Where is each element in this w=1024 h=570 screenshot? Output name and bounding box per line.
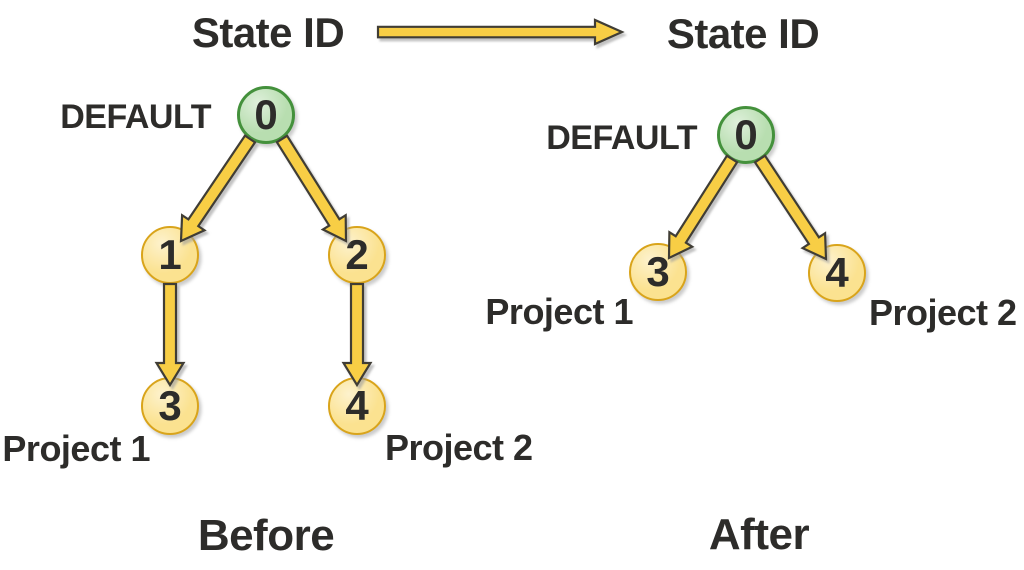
node-2-before-value: 2: [345, 231, 369, 278]
default-label-after: DEFAULT: [546, 119, 697, 157]
edge-before-2-4: [341, 282, 373, 388]
caption-before: Before: [197, 511, 335, 560]
node-1-before: 1: [141, 226, 199, 284]
edge-before-0-2: [275, 134, 348, 243]
node-0-before-value: 0: [254, 91, 278, 138]
node-0-after: 0: [717, 106, 775, 164]
transform-arrow: [376, 18, 625, 46]
node-3-before: 3: [141, 377, 199, 435]
node-1-before-value: 1: [158, 231, 182, 278]
project2-label-after: Project 2: [869, 292, 1017, 333]
node-3-after-value: 3: [646, 248, 670, 295]
state-id-title-after: State ID: [666, 10, 820, 57]
state-id-title-before: State ID: [191, 9, 345, 56]
node-3-after: 3: [629, 243, 687, 301]
node-2-before: 2: [328, 226, 386, 284]
project1-label-after: Project 1: [485, 291, 633, 332]
node-0-after-value: 0: [734, 111, 758, 158]
project1-label-before: Project 1: [2, 428, 150, 469]
node-4-after: 4: [808, 244, 866, 302]
edge-after-0-3: [667, 154, 739, 260]
node-0-before: 0: [237, 86, 295, 144]
node-4-after-value: 4: [825, 249, 849, 296]
project2-label-before: Project 2: [385, 427, 533, 468]
edge-before-1-3: [154, 282, 186, 388]
edge-before-0-1: [179, 134, 257, 243]
node-3-before-value: 3: [158, 382, 182, 429]
default-label-before: DEFAULT: [60, 98, 211, 136]
node-4-before: 4: [328, 377, 386, 435]
caption-after: After: [708, 510, 810, 559]
edge-after-0-4: [753, 154, 828, 261]
node-4-before-value: 4: [345, 382, 369, 429]
